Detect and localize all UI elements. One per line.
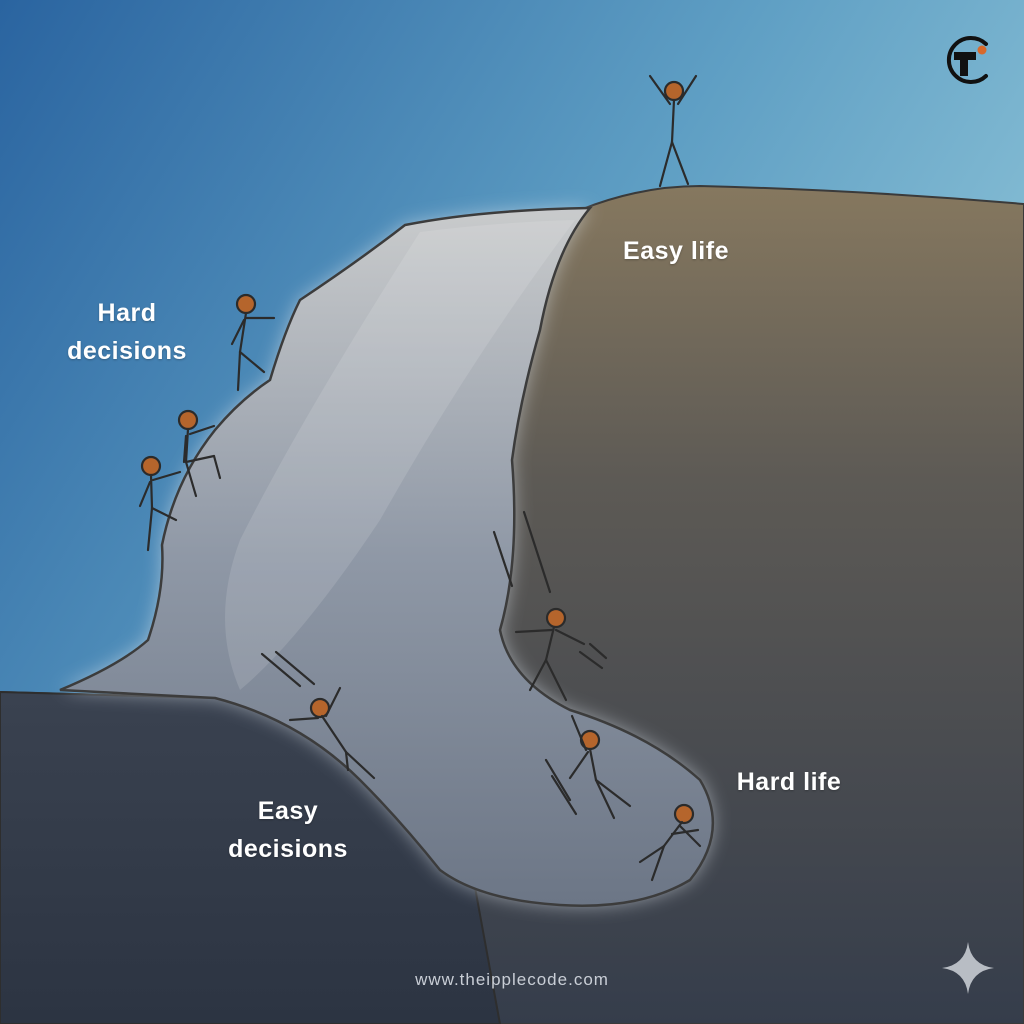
label-hard-decisions: Hard decisions xyxy=(52,294,202,370)
label-hard-decisions-line-1: Hard xyxy=(52,294,202,332)
label-hard-life: Hard life xyxy=(714,763,864,801)
sparkle-icon xyxy=(940,940,996,996)
brand-logo-icon xyxy=(940,30,996,90)
label-easy-decisions-line-1: Easy xyxy=(208,792,368,830)
label-hard-decisions-line-2: decisions xyxy=(52,332,202,370)
label-easy-decisions: Easy decisions xyxy=(208,792,368,868)
website-url: www.theipplecode.com xyxy=(312,970,712,990)
label-easy-life: Easy life xyxy=(606,232,746,270)
label-easy-decisions-line-2: decisions xyxy=(208,830,368,868)
